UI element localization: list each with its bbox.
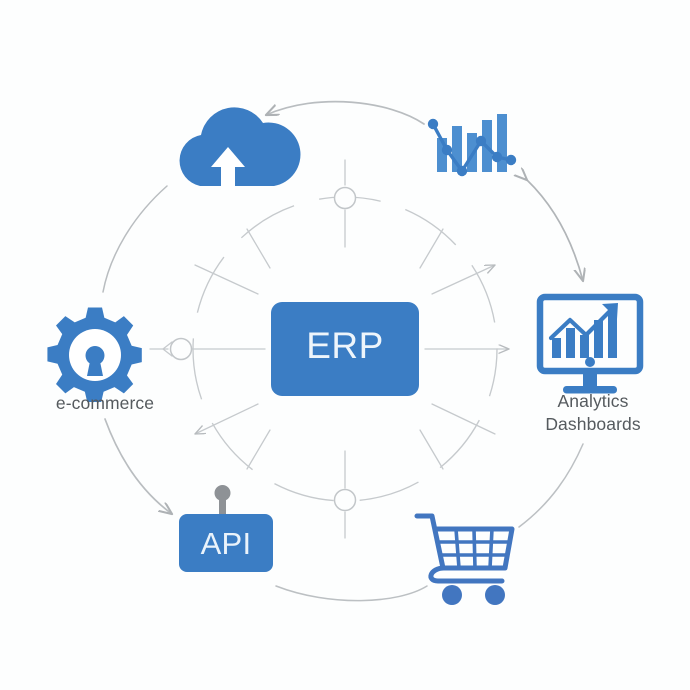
chart-bar-5 bbox=[497, 114, 507, 172]
api-badge-box[interactable] bbox=[179, 514, 273, 572]
shopping-cart-icon bbox=[414, 513, 515, 605]
spoke-150 bbox=[419, 429, 444, 470]
spoke-60-arrow bbox=[431, 265, 495, 295]
connector-cart-to-dashboards bbox=[518, 443, 584, 528]
api-pin-head bbox=[214, 485, 231, 501]
hub-node-bottom bbox=[333, 488, 357, 512]
cart-wheel-left bbox=[442, 585, 462, 605]
cloud-shape bbox=[179, 107, 301, 186]
cart-handle bbox=[414, 513, 446, 571]
hub-wheel bbox=[149, 159, 509, 539]
analytics-dashboards-label: Analytics Dashboards bbox=[545, 391, 641, 435]
monitor-power-dot bbox=[585, 357, 595, 367]
bar-line-chart-icon bbox=[427, 114, 517, 177]
spoke-left-arrowhead bbox=[161, 341, 173, 357]
spoke-30 bbox=[419, 228, 444, 269]
cart-wheel-right bbox=[485, 585, 505, 605]
outer-connectors bbox=[102, 100, 584, 602]
erp-core-box[interactable] bbox=[271, 302, 419, 396]
erp-core-label: ERP bbox=[306, 325, 384, 366]
spoke-330 bbox=[246, 228, 271, 269]
keyhole-shape bbox=[85, 346, 105, 376]
spoke-120 bbox=[431, 403, 496, 435]
api-badge-icon[interactable] bbox=[179, 485, 273, 572]
monitor-bars bbox=[552, 310, 617, 358]
monitor-stand-base bbox=[563, 386, 617, 394]
cart-basket-grid bbox=[438, 527, 511, 570]
connector-api-to-cart bbox=[275, 585, 428, 602]
spoke-240-arrow bbox=[195, 403, 259, 434]
api-badge-label: API bbox=[200, 526, 252, 561]
hub-node-top bbox=[333, 186, 357, 210]
connector-chart-to-dashboards bbox=[527, 180, 583, 281]
connector-ecommerce-to-api bbox=[104, 418, 172, 514]
erp-core[interactable] bbox=[271, 302, 419, 396]
monitor-chart-icon bbox=[536, 293, 644, 394]
cloud-upload-icon bbox=[179, 107, 301, 190]
connector-chart-to-cloud bbox=[266, 100, 425, 125]
monitor-stand-neck bbox=[583, 371, 597, 387]
chart-line-nodes bbox=[427, 118, 517, 177]
gear-keyhole-icon bbox=[47, 307, 142, 402]
chart-bar-2 bbox=[452, 126, 462, 172]
chart-bar-1 bbox=[437, 138, 447, 172]
cart-bottom-rail bbox=[428, 565, 505, 584]
ecommerce-label: e-commerce bbox=[55, 393, 155, 413]
hub-node-left bbox=[169, 337, 193, 361]
connector-cloud-to-ecommerce bbox=[102, 185, 168, 293]
spoke-300 bbox=[194, 264, 259, 295]
monitor-trend-line bbox=[548, 305, 616, 341]
spoke-210 bbox=[246, 429, 271, 470]
cloud-upload-arrow bbox=[211, 147, 245, 190]
monitor-trend-arrowhead bbox=[602, 303, 618, 319]
